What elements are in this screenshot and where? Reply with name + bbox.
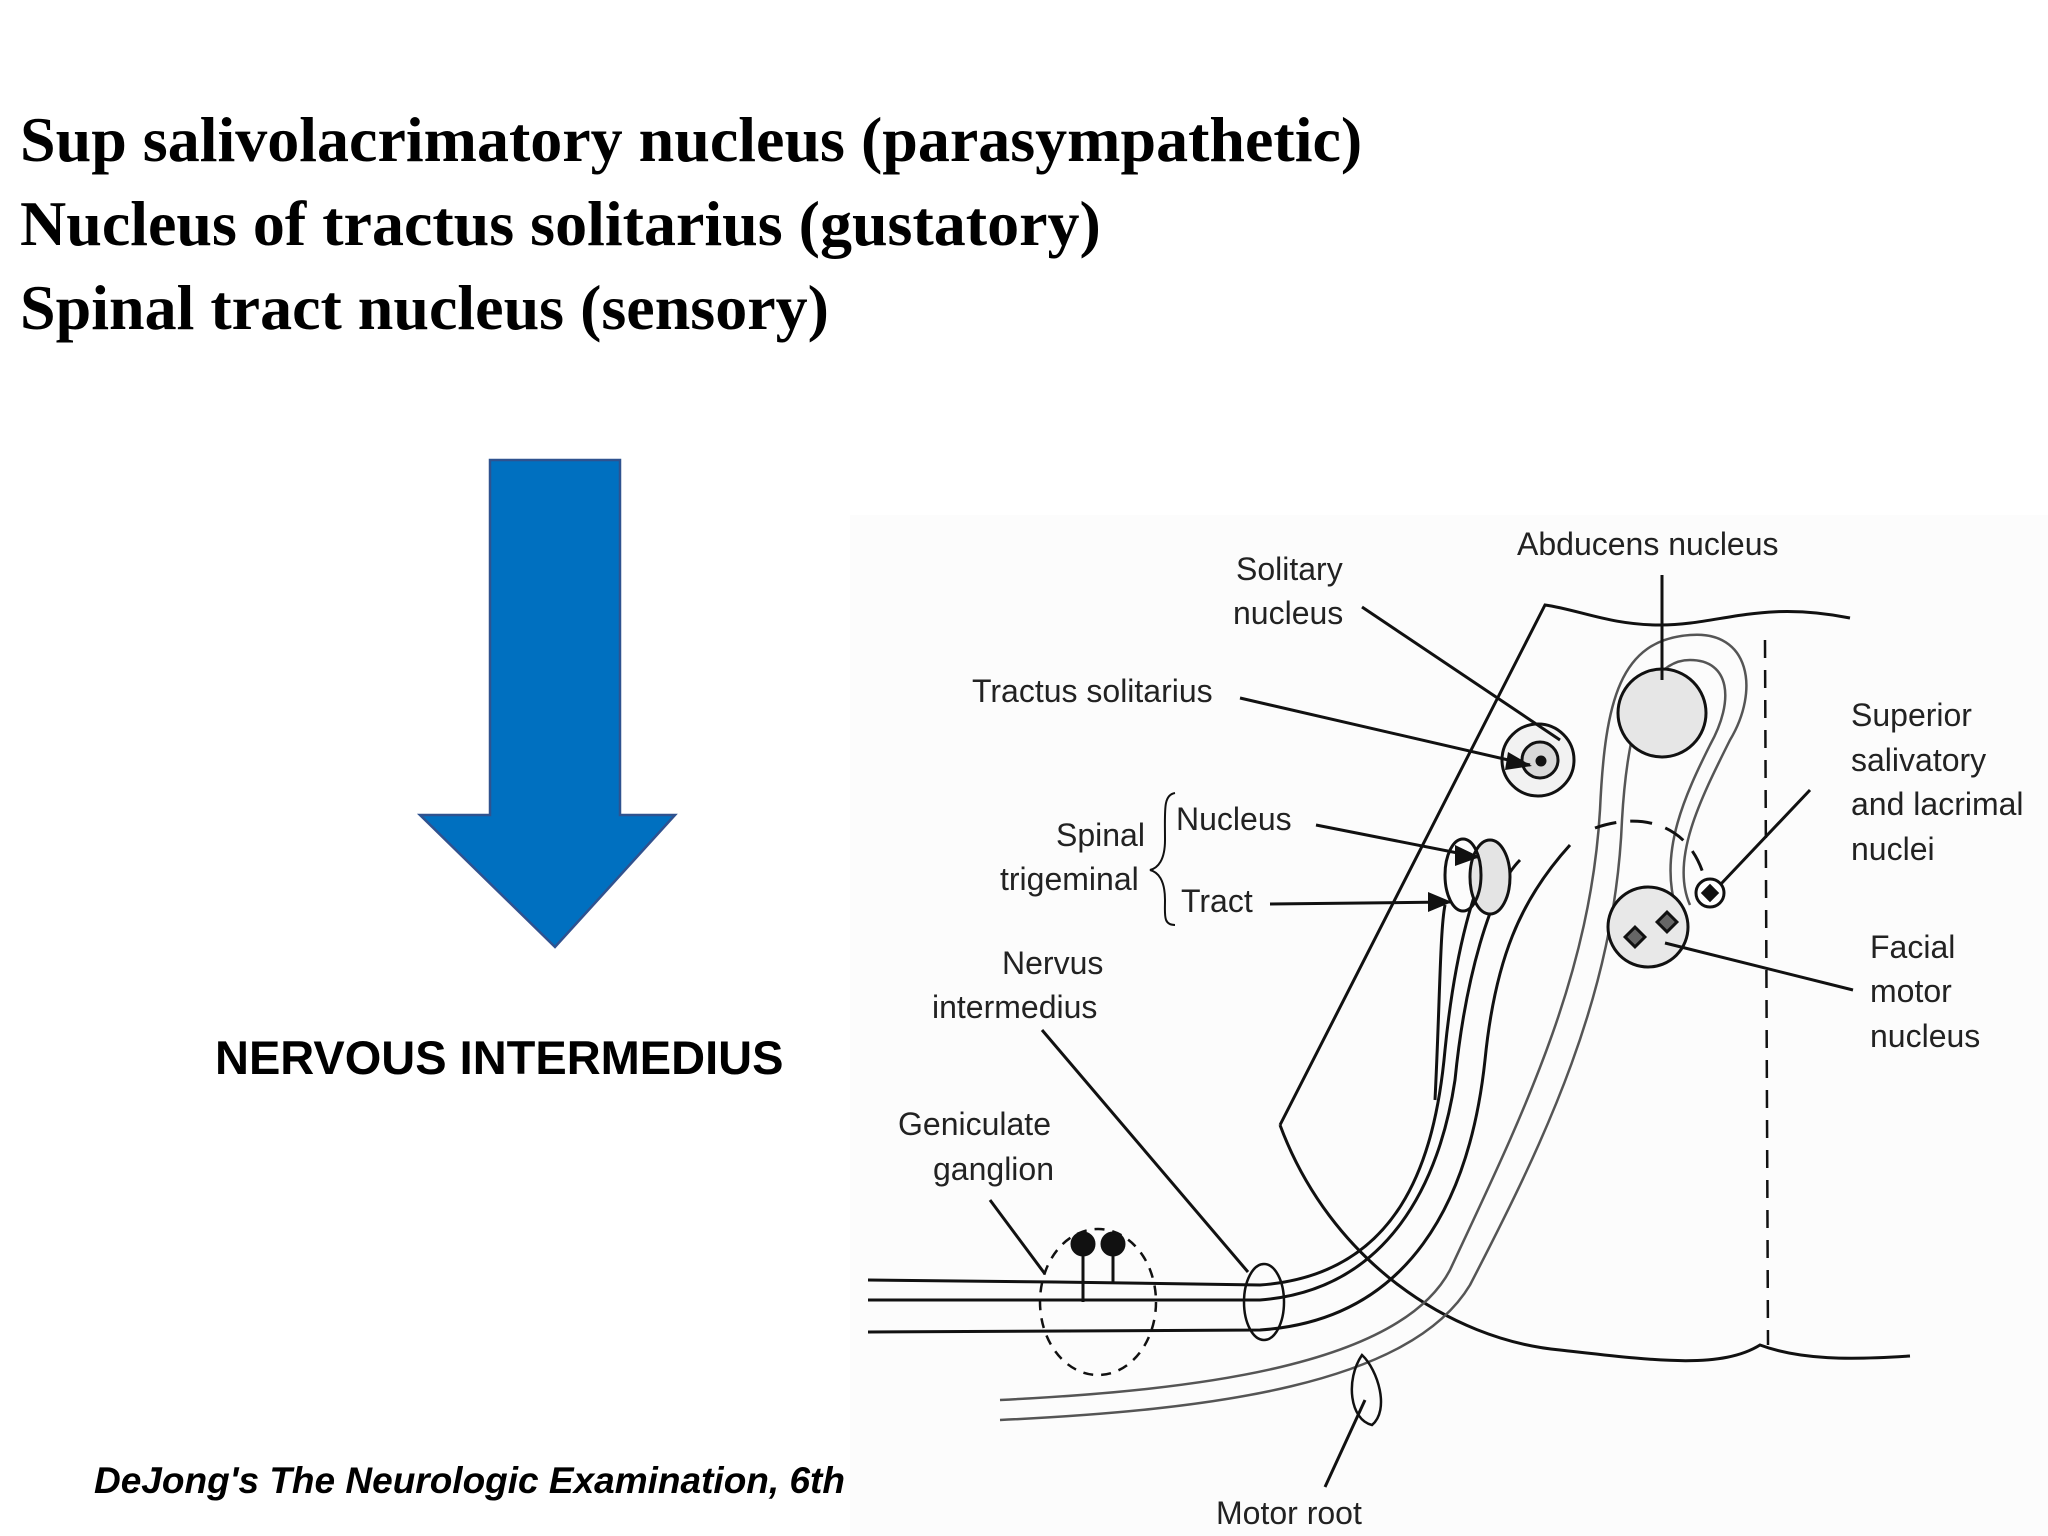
arrowhead-nucleus: [1455, 845, 1480, 866]
brainstem-outline: [1278, 603, 1851, 1126]
leader-nervus-intermedius: [1040, 1029, 1250, 1273]
facial-nucleus-cell-1: [1622, 924, 1648, 950]
nerve-line-upper: [867, 849, 1497, 1287]
label-nervus-intermedius-1: Nervus: [1002, 945, 1103, 981]
label-facial-motor-3: nucleus: [1870, 1018, 1980, 1054]
leader-facial-motor: [1664, 941, 1854, 992]
label-superior-salivatory-3: and lacrimal: [1851, 786, 2024, 822]
arrowhead-tract: [1428, 892, 1452, 912]
nervus-intermedius-fiber: [1433, 904, 1447, 1101]
geniculate-ganglion-outline: [1038, 1227, 1158, 1377]
leader-tract: [1269, 900, 1451, 906]
ganglion-cell-2: [1100, 1231, 1126, 1257]
spinal-trigeminal-brace: [1149, 792, 1176, 926]
source-citation: DeJong's The Neurologic Examination, 6th…: [94, 1460, 981, 1501]
slide-heading: Sup salivolacrimatory nucleus (parasympa…: [20, 98, 1362, 350]
spinal-trigeminal-tract: [1443, 837, 1483, 913]
label-solitary-nucleus-2: nucleus: [1233, 595, 1343, 631]
label-motor-root: Motor root: [1216, 1495, 1362, 1531]
midline-dashed: [1763, 639, 1770, 1346]
label-solitary-nucleus-1: Solitary: [1236, 551, 1343, 587]
tractus-solitarius-dot: [1535, 755, 1547, 767]
label-geniculate-ganglion-2: ganglion: [933, 1151, 1054, 1187]
facial-motor-nucleus: [1606, 885, 1690, 969]
label-superior-salivatory-2: salivatory: [1851, 742, 1986, 778]
heading-line-tractus-solitarius: Nucleus of tractus solitarius (gustatory…: [20, 188, 1101, 259]
nerve-line-lower: [867, 843, 1572, 1334]
down-arrow-icon: [416, 458, 678, 949]
salivatory-nucleus-marker: [1700, 883, 1720, 903]
leader-geniculate: [988, 1199, 1047, 1275]
motor-root-ring: [1350, 1353, 1383, 1427]
leader-motor-root: [1323, 1399, 1367, 1488]
leader-solitary: [1361, 605, 1561, 742]
facial-nerve-brainstem-diagram: Abducens nucleus Solitary nucleus Tractu…: [850, 515, 2048, 1536]
ganglion-cell-1: [1070, 1231, 1096, 1257]
abducens-nucleus: [1616, 667, 1708, 759]
leader-nucleus: [1315, 823, 1479, 859]
label-superior-salivatory-1: Superior: [1851, 697, 1972, 733]
label-nucleus: Nucleus: [1176, 801, 1292, 837]
heading-line-spinal-tract: Spinal tract nucleus (sensory): [20, 272, 829, 343]
dashed-arc: [1594, 819, 1707, 881]
label-superior-salivatory-4: nuclei: [1851, 831, 1935, 867]
arrow-shape: [416, 458, 678, 949]
label-geniculate-ganglion-1: Geniculate: [898, 1106, 1051, 1142]
label-abducens-nucleus: Abducens nucleus: [1517, 526, 1779, 562]
leader-superior-salivatory: [1718, 788, 1812, 887]
leader-tractus: [1239, 696, 1531, 767]
label-trigeminal: trigeminal: [1000, 861, 1139, 897]
nervous-intermedius-caption: NERVOUS INTERMEDIUS: [215, 1031, 784, 1084]
nervus-intermedius-ring: [1242, 1262, 1286, 1342]
arrowhead-tractus: [1505, 752, 1532, 770]
label-facial-motor-1: Facial: [1870, 929, 1955, 965]
label-spinal: Spinal: [1056, 817, 1145, 853]
label-facial-motor-2: motor: [1870, 973, 1952, 1009]
motor-root-inner: [999, 658, 1727, 1422]
label-tractus-solitarius: Tractus solitarius: [972, 673, 1213, 709]
motor-root-outer: [999, 633, 1748, 1402]
facial-nucleus-cell-2: [1654, 909, 1680, 935]
heading-line-superior-salivatory: Sup salivolacrimatory nucleus (parasympa…: [20, 104, 1363, 175]
label-nervus-intermedius-2: intermedius: [932, 989, 1097, 1025]
label-tract: Tract: [1181, 883, 1253, 919]
